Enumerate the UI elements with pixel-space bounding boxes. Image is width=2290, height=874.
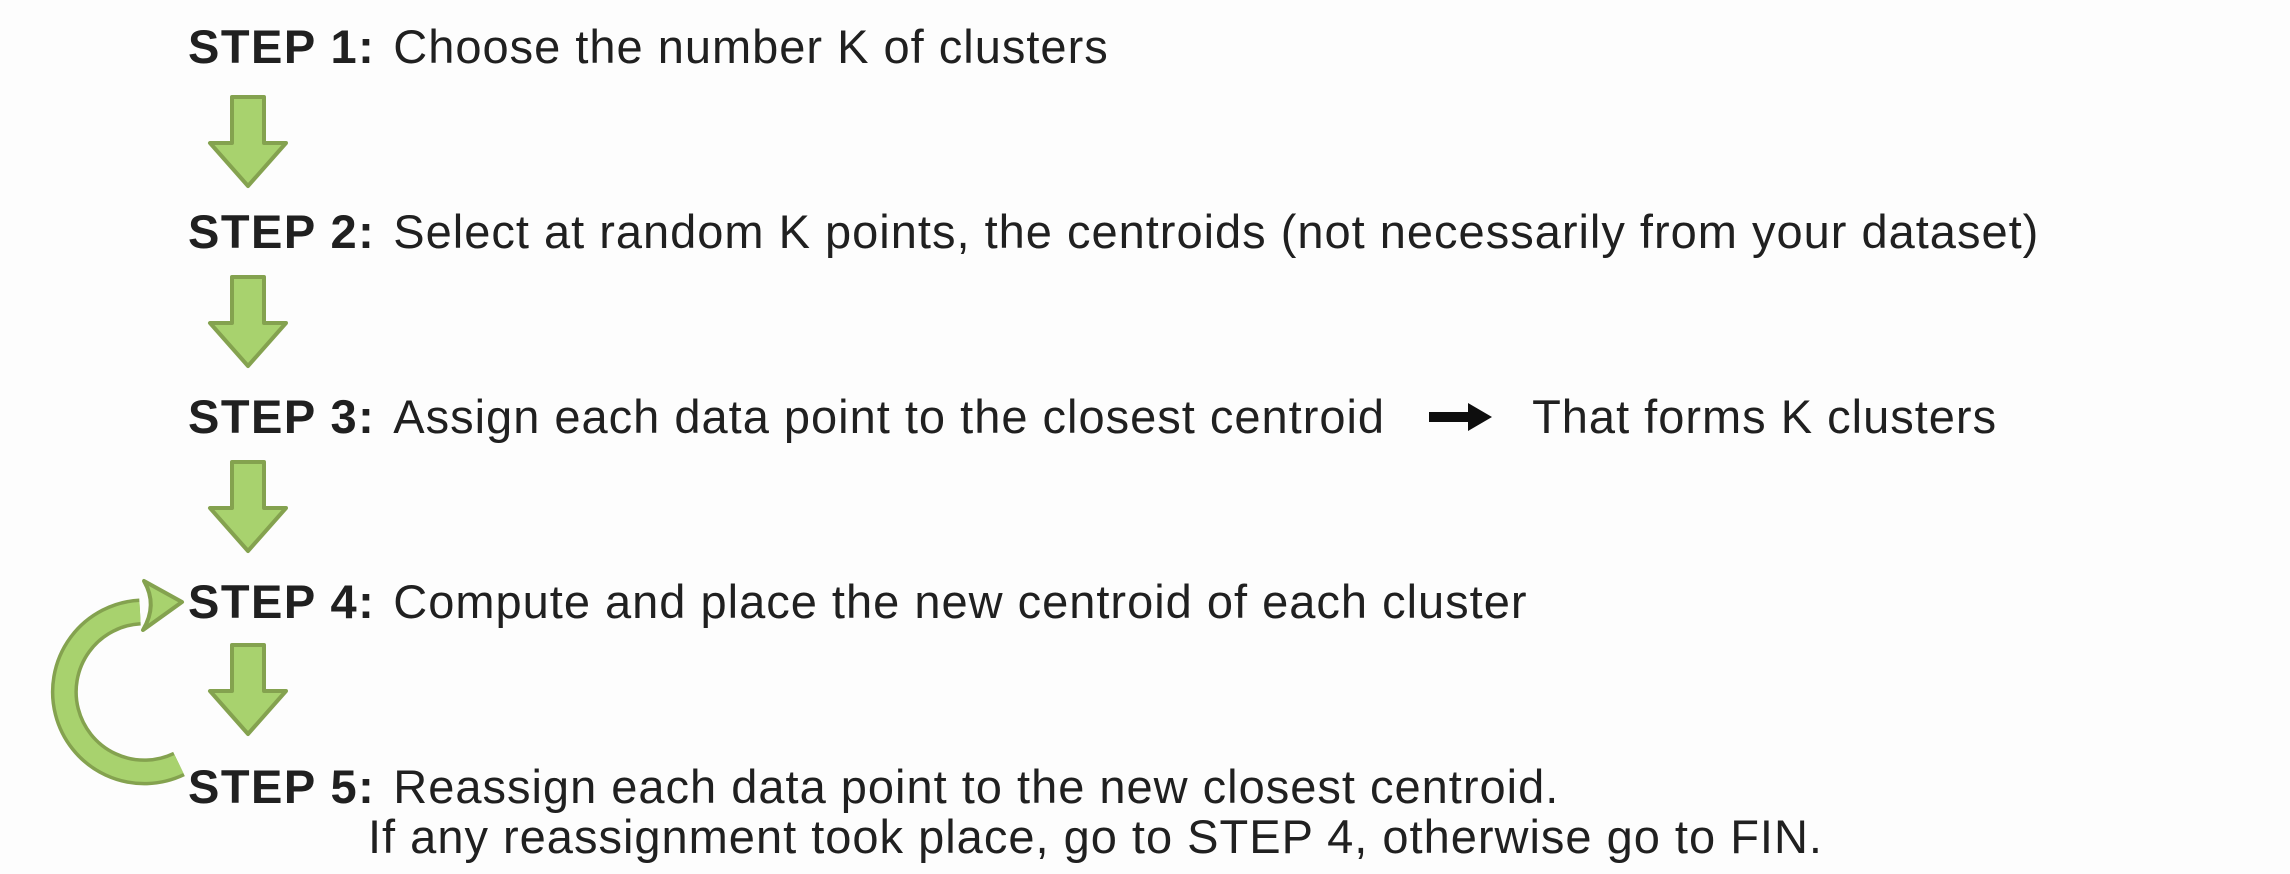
down-arrow-icon [208,95,288,188]
step-4-label: STEP 4: [188,575,376,628]
step-row-3: STEP 3: Assign each data point to the clo… [188,392,1997,442]
loop-arrow-icon [50,579,185,786]
step-4-text: Compute and place the new centroid of ea… [393,575,1528,628]
down-arrow-icon [208,275,288,368]
step-2-label: STEP 2: [188,205,376,258]
step-row-4: STEP 4: Compute and place the new centroi… [188,577,1528,627]
step-3-result-text: That forms K clusters [1532,390,1998,443]
step-3-label: STEP 3: [188,390,376,443]
step-2-text: Select at random K points, the centroids… [393,205,2040,258]
step-3-text: Assign each data point to the closest ce… [393,390,1386,443]
step-row-2: STEP 2: Select at random K points, the ce… [188,207,2039,257]
step-5-line2: If any reassignment took place, go to ST… [368,810,1823,863]
step-5-text: Reassign each data point to the new clos… [393,760,1560,813]
down-arrow-icon [208,460,288,553]
step-row-5: STEP 5: Reassign each data point to the n… [188,762,1823,862]
right-arrow-icon [1429,403,1493,431]
step-1-label: STEP 1: [188,20,376,73]
down-arrow-icon [208,643,288,736]
step-1-text: Choose the number K of clusters [393,20,1109,73]
step-5-label: STEP 5: [188,760,376,813]
step-5-line1: STEP 5: Reassign each data point to the n… [188,762,1823,812]
step-row-1: STEP 1: Choose the number K of clusters [188,22,1109,72]
